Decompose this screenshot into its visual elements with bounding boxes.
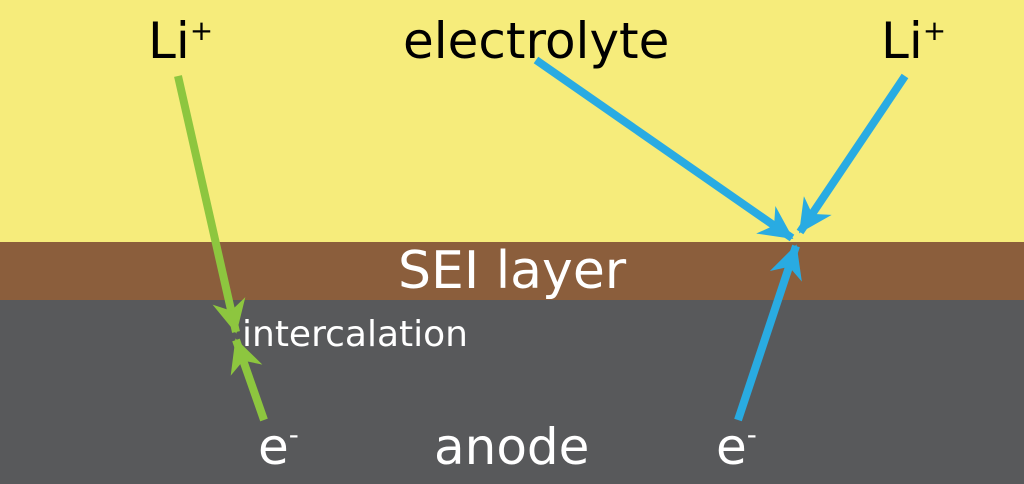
li-ion-intercalation-arrow bbox=[174, 75, 246, 334]
li-ion-left-label: Li+ bbox=[148, 12, 213, 70]
anode-label: anode bbox=[434, 418, 589, 476]
electrolyte-region bbox=[0, 0, 1024, 242]
sei-layer-band bbox=[0, 242, 1024, 300]
electrolyte-label: electrolyte bbox=[403, 12, 669, 70]
electron-intercalation-arrow bbox=[230, 338, 268, 422]
electron-to-sei-arrow bbox=[734, 244, 802, 422]
anode-region bbox=[0, 300, 1024, 484]
electrolyte-to-sei-arrow bbox=[533, 56, 795, 242]
electron-right-label: e- bbox=[716, 418, 757, 476]
li-ion-to-sei-arrow bbox=[796, 73, 909, 235]
sei-layer-label: SEI layer bbox=[398, 241, 627, 301]
intercalation-label: intercalation bbox=[242, 314, 468, 355]
li-ion-right-label: Li+ bbox=[881, 12, 946, 70]
electron-left-label: e- bbox=[258, 418, 299, 476]
